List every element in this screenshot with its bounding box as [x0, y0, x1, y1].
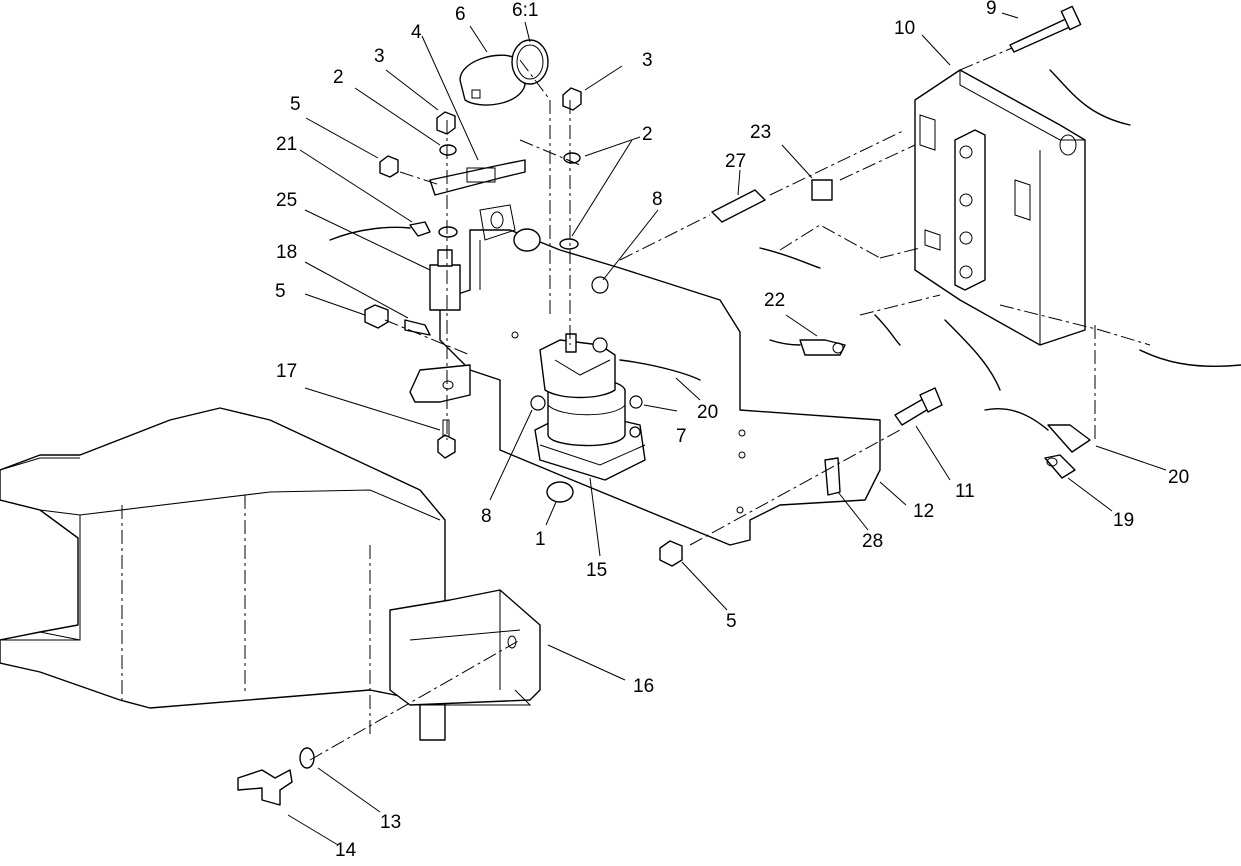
assembly-lines [309, 47, 1151, 761]
callout-8-bottom: 8 [481, 506, 492, 527]
callout-3-left: 3 [374, 46, 385, 67]
callout-10: 10 [894, 18, 915, 39]
callout-20-center: 20 [697, 402, 718, 423]
callout-6-1: 6:1 [512, 0, 538, 21]
callout-6: 6 [455, 4, 466, 25]
callout-labels: 1 2 2 3 3 4 5 5 5 6 6:1 7 8 8 9 10 11 12… [275, 0, 1189, 861]
callout-19: 19 [1113, 510, 1134, 531]
solenoid [534, 333, 646, 481]
callout-20-right: 20 [1168, 467, 1189, 488]
callout-27: 27 [725, 151, 746, 172]
callout-5-top: 5 [290, 94, 301, 115]
callout-13: 13 [380, 812, 401, 833]
leader-lines [287, 12, 1167, 846]
callout-7: 7 [676, 426, 687, 447]
callout-2-upper-left: 2 [333, 67, 344, 88]
callout-3-right: 3 [642, 50, 653, 71]
callout-9: 9 [986, 0, 997, 19]
callout-2-right: 2 [642, 124, 653, 145]
callout-23: 23 [750, 122, 771, 143]
callout-14: 14 [335, 840, 357, 861]
callout-21: 21 [276, 134, 297, 155]
callout-12: 12 [913, 501, 934, 522]
small-parts [237, 5, 1091, 806]
callout-11: 11 [955, 481, 975, 502]
callout-1: 1 [535, 529, 546, 550]
cables [329, 69, 1241, 431]
callout-8-right: 8 [652, 189, 663, 210]
callout-16: 16 [633, 676, 654, 697]
callout-15: 15 [586, 560, 607, 581]
callout-25: 25 [276, 190, 297, 211]
mounting-plate [409, 204, 881, 546]
callout-4: 4 [411, 22, 422, 43]
callout-18: 18 [276, 242, 297, 263]
callout-5-left: 5 [275, 281, 286, 302]
callout-5-bottom: 5 [726, 611, 737, 632]
callout-22: 22 [764, 290, 785, 311]
callout-28: 28 [862, 531, 883, 552]
callout-17: 17 [276, 361, 297, 382]
controller-box [914, 69, 1086, 346]
cover-shroud [0, 407, 541, 741]
